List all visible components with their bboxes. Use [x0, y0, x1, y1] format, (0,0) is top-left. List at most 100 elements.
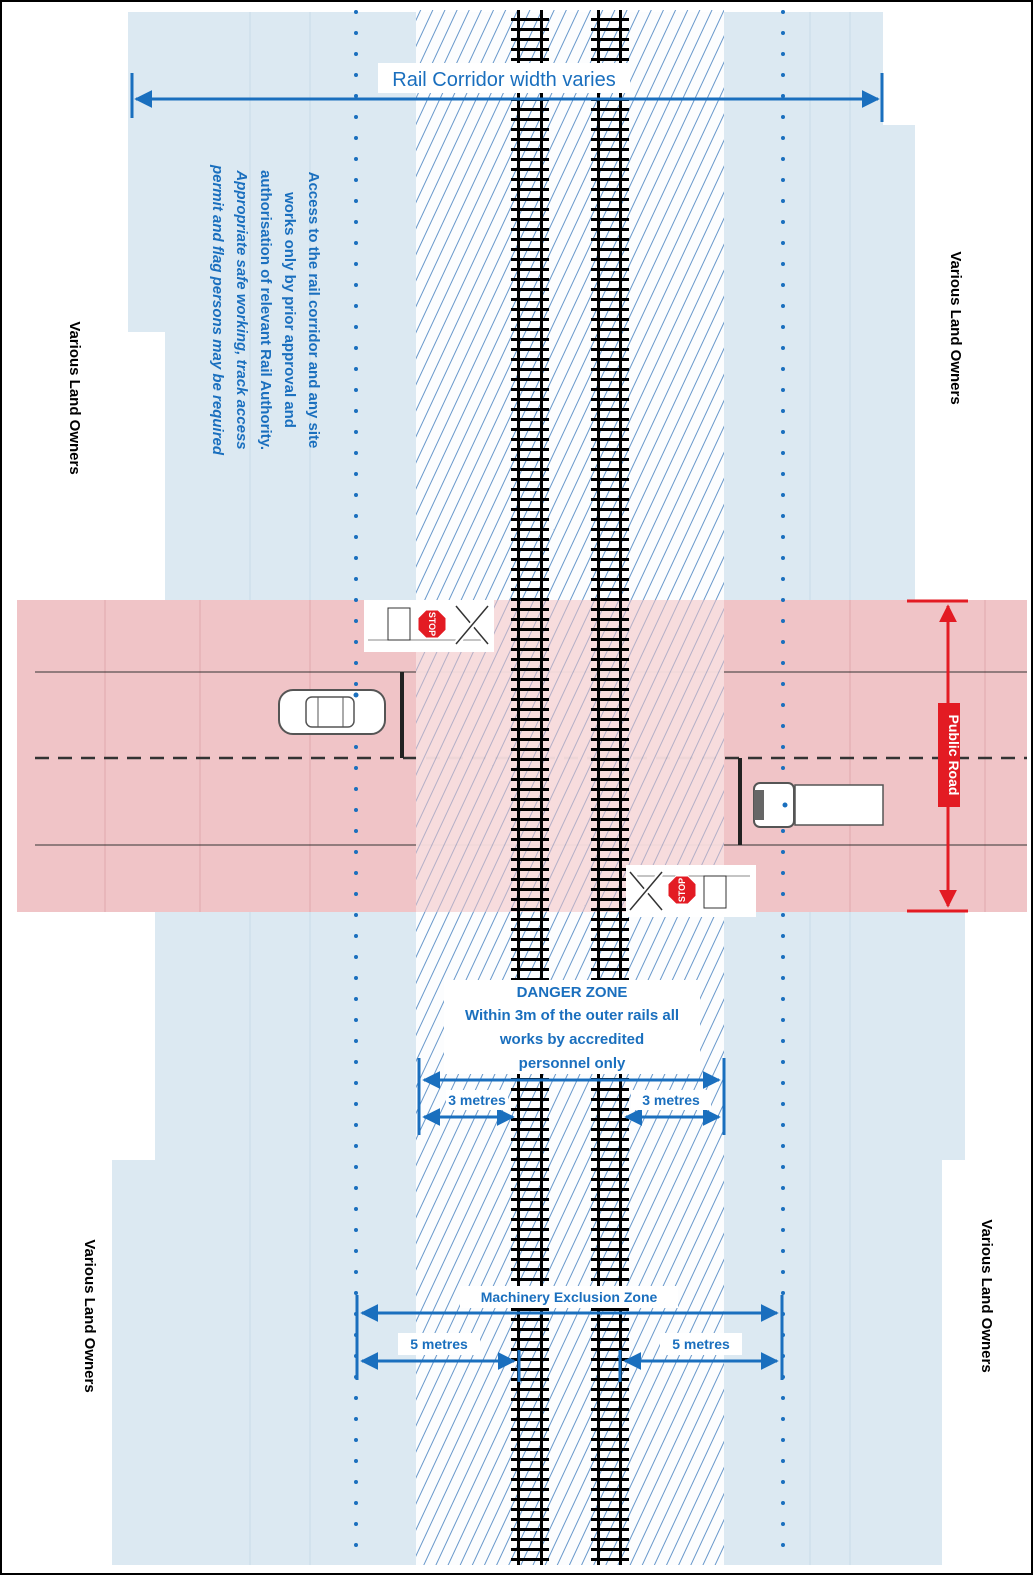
sleeper: [591, 1338, 629, 1341]
sleeper: [591, 1478, 629, 1481]
sleeper: [591, 478, 629, 481]
sleeper: [511, 978, 549, 981]
sleeper: [591, 418, 629, 421]
sleeper: [511, 408, 549, 411]
sleeper: [591, 1328, 629, 1331]
sleeper: [511, 298, 549, 301]
sleeper: [511, 1118, 549, 1121]
sleeper: [511, 318, 549, 321]
sleeper: [591, 898, 629, 901]
sleeper: [591, 1448, 629, 1451]
sleeper: [591, 1218, 629, 1221]
sleeper: [511, 308, 549, 311]
sleeper: [511, 458, 549, 461]
sleeper: [511, 328, 549, 331]
sleeper: [591, 1158, 629, 1161]
sleeper: [591, 138, 629, 141]
sleeper: [591, 1528, 629, 1531]
sleeper: [591, 368, 629, 371]
sleeper: [591, 238, 629, 241]
sleeper: [511, 1438, 549, 1441]
sleeper: [511, 888, 549, 891]
sleeper: [511, 1318, 549, 1321]
road-grid: [104, 600, 986, 912]
car: [278, 689, 386, 735]
sleeper: [511, 1388, 549, 1391]
sleeper: [511, 498, 549, 501]
rail: [619, 10, 622, 1565]
sleeper: [511, 1308, 549, 1311]
sleeper: [511, 1218, 549, 1221]
sleeper: [511, 418, 549, 421]
land-owner-label-bottom-left: Various Land Owners: [81, 1239, 98, 1392]
sleeper: [591, 1378, 629, 1381]
sleeper: [591, 508, 629, 511]
sleeper: [591, 938, 629, 941]
danger-zone-callout: DANGER ZONE Within 3m of the outer rails…: [444, 980, 700, 1074]
sleeper: [511, 1538, 549, 1541]
sleeper: [591, 58, 629, 61]
stop-sign-text: STOP: [677, 878, 687, 902]
sleeper: [591, 348, 629, 351]
sleeper: [511, 1178, 549, 1181]
sleeper: [591, 1238, 629, 1241]
sleeper: [591, 318, 629, 321]
sleeper: [511, 1248, 549, 1251]
sleeper: [591, 1168, 629, 1171]
machinery-zone-label: Machinery Exclusion Zone: [481, 1289, 658, 1305]
sleeper: [511, 188, 549, 191]
sleeper: [511, 1188, 549, 1191]
danger-zone-line-1: Within 3m of the outer rails all: [465, 1007, 679, 1024]
sleeper: [591, 498, 629, 501]
sleeper: [511, 798, 549, 801]
sleeper: [511, 698, 549, 701]
sleeper: [511, 868, 549, 871]
sleeper: [591, 278, 629, 281]
sleeper: [591, 808, 629, 811]
sleeper: [591, 378, 629, 381]
sleeper: [511, 128, 549, 131]
sleeper: [511, 1378, 549, 1381]
sleeper: [511, 858, 549, 861]
sleeper: [511, 38, 549, 41]
sleeper: [591, 718, 629, 721]
sleeper: [591, 128, 629, 131]
sleeper: [591, 538, 629, 541]
sleeper: [591, 1188, 629, 1191]
sleeper: [511, 1478, 549, 1481]
sleeper: [511, 818, 549, 821]
sleeper: [591, 28, 629, 31]
danger-zone-line-3: personnel only: [519, 1055, 626, 1072]
danger-zone-title: DANGER ZONE: [517, 984, 628, 1001]
public-road-label: Public Road: [946, 715, 962, 796]
sleeper: [511, 468, 549, 471]
sleeper: [511, 1418, 549, 1421]
machinery-offset-label-right: 5 metres: [672, 1336, 730, 1352]
sleeper: [591, 268, 629, 271]
sleeper: [511, 528, 549, 531]
sleeper: [511, 1548, 549, 1551]
sleeper: [591, 1148, 629, 1151]
sleeper: [511, 488, 549, 491]
sleeper: [511, 288, 549, 291]
sleeper: [591, 788, 629, 791]
access-note-line-3: authorisation of relevant Rail Authority…: [257, 170, 274, 450]
sleeper: [511, 1138, 549, 1141]
sleeper: [511, 218, 549, 221]
stop-sign-icon: [667, 875, 697, 905]
sleeper: [591, 358, 629, 361]
sleeper: [511, 1398, 549, 1401]
sleeper: [511, 618, 549, 621]
sleeper: [511, 1168, 549, 1171]
sleeper: [591, 48, 629, 51]
sleeper: [591, 188, 629, 191]
sleeper: [591, 428, 629, 431]
land-owner-label-bottom-right: Various Land Owners: [978, 1219, 995, 1372]
sleeper: [591, 1398, 629, 1401]
sleeper: [511, 628, 549, 631]
sleeper: [511, 548, 549, 551]
sleeper: [591, 1348, 629, 1351]
sleeper: [591, 528, 629, 531]
sleeper: [591, 1138, 629, 1141]
